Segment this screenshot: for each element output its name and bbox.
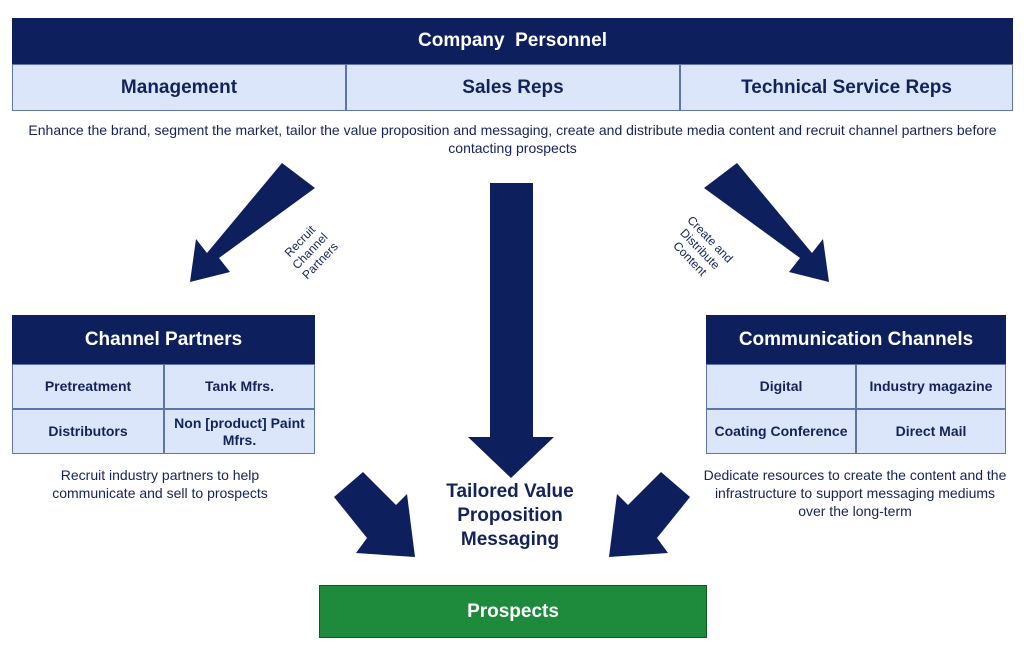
- channel-partner-cell-label: Pretreatment: [44, 378, 132, 394]
- role-technical-service-reps-label: Technical Service Reps: [741, 76, 952, 98]
- communication-channels-header: Communication Channels: [706, 315, 1006, 364]
- top-description: Enhance the brand, segment the market, t…: [28, 122, 997, 156]
- company-personnel-title: Company Personnel: [418, 30, 607, 51]
- role-sales-reps: Sales Reps: [346, 64, 680, 111]
- bottom-right-arrow: [609, 472, 690, 557]
- channel-partner-cell: Pretreatment: [12, 364, 164, 409]
- communication-channel-cell: Industry magazine: [856, 364, 1006, 409]
- channel-partner-cell: Non [product] Paint Mfrs.: [164, 409, 315, 454]
- channel-partner-cell-label: Tank Mfrs.: [205, 378, 274, 394]
- communication-channel-cell: Coating Conference: [706, 409, 856, 454]
- communication-channel-cell-label: Industry magazine: [869, 378, 993, 394]
- channel-partner-cell-label: Distributors: [48, 423, 128, 439]
- communication-channel-cell: Direct Mail: [856, 409, 1006, 454]
- role-technical-service-reps: Technical Service Reps: [680, 64, 1013, 111]
- bottom-left-arrow: [334, 472, 415, 557]
- channel-partners-title: Channel Partners: [84, 328, 243, 350]
- role-management-label: Management: [120, 76, 238, 98]
- channel-partners-description: Recruit industry partners to help commun…: [52, 467, 268, 501]
- communication-channel-cell-label: Digital: [759, 378, 803, 394]
- role-management: Management: [12, 64, 346, 111]
- communication-channel-cell-label: Direct Mail: [895, 423, 967, 439]
- communication-channel-cell-label: Coating Conference: [714, 423, 848, 439]
- prospects-label: Prospects: [467, 600, 559, 622]
- channel-partner-cell-label: Non [product] Paint Mfrs.: [174, 414, 305, 448]
- company-personnel-header: Company Personnel: [12, 18, 1013, 64]
- left-diagonal-arrow: [190, 163, 315, 282]
- center-down-arrow: [468, 183, 554, 478]
- channel-partners-header: Channel Partners: [12, 315, 315, 364]
- channel-partner-cell: Distributors: [12, 409, 164, 454]
- communication-channels-title: Communication Channels: [738, 328, 974, 350]
- role-sales-reps-label: Sales Reps: [462, 76, 564, 98]
- right-diagonal-arrow: [704, 163, 829, 282]
- communication-channel-cell: Digital: [706, 364, 856, 409]
- prospects-box: Prospects: [319, 585, 707, 638]
- channel-partner-cell: Tank Mfrs.: [164, 364, 315, 409]
- communication-channels-description: Dedicate resources to create the content…: [703, 467, 1007, 519]
- tailored-value-proposition-label: Tailored Value Proposition Messaging: [446, 481, 574, 550]
